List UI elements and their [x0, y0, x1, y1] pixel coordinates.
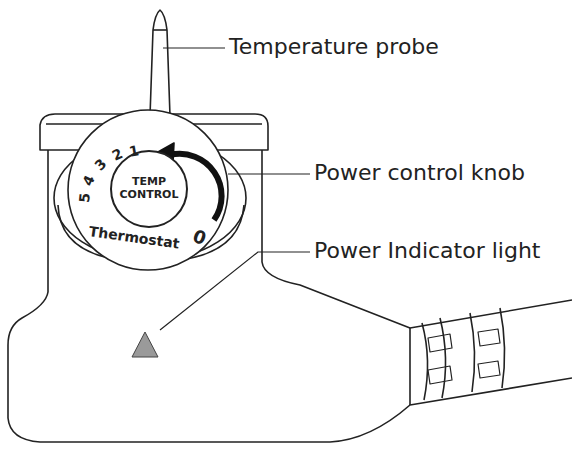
- dial-number: 5: [77, 192, 93, 203]
- part-label: Power control knob: [314, 161, 525, 185]
- part-label: Temperature probe: [229, 35, 439, 59]
- knob-text: TEMP CONTROL: [118, 176, 180, 201]
- part-label: Power Indicator light: [314, 239, 540, 263]
- knob-cap: TEMP CONTROL: [110, 150, 188, 228]
